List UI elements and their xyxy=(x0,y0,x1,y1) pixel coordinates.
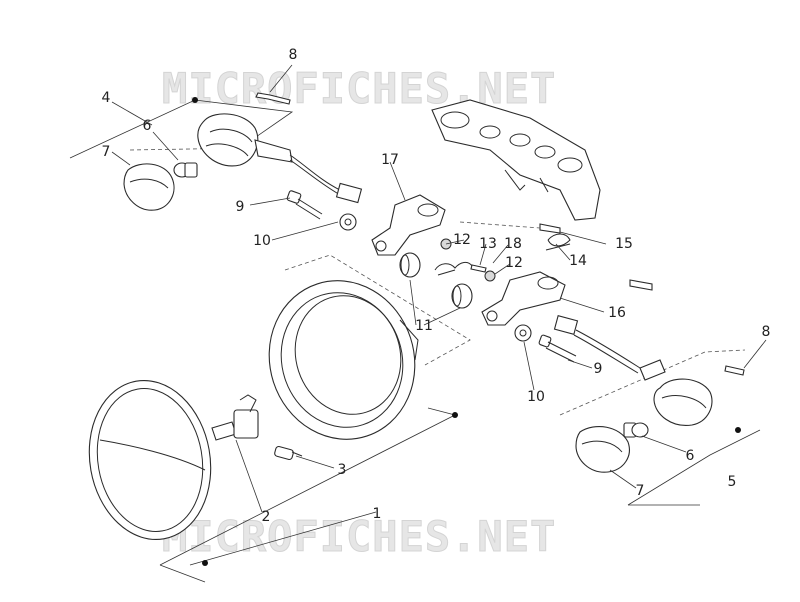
group-frame-headlight xyxy=(159,254,471,583)
callout-6-right: 6 xyxy=(685,448,695,464)
callout-12-upper: 12 xyxy=(453,232,471,248)
small-screw-13 xyxy=(470,264,487,273)
spring-clip xyxy=(434,261,473,276)
callout-7-right: 7 xyxy=(635,483,645,499)
headlight-shell xyxy=(268,280,419,440)
small-nut-12 xyxy=(484,270,496,282)
callout-1: 1 xyxy=(372,506,382,522)
watermark-bottom: MICROFICHES.NET xyxy=(161,512,557,562)
left-spacer xyxy=(339,213,357,231)
left-screw xyxy=(255,92,291,105)
callout-14: 14 xyxy=(569,253,587,269)
callout-18: 18 xyxy=(504,236,522,252)
steering-top-bracket xyxy=(431,99,601,221)
callout-8-right: 8 xyxy=(761,324,771,340)
callout-17: 17 xyxy=(381,152,399,168)
callout-9-right: 9 xyxy=(593,361,603,377)
right-lens xyxy=(575,426,630,473)
bolt-15 xyxy=(459,221,653,291)
callout-2: 2 xyxy=(261,509,271,525)
callout-9-left: 9 xyxy=(235,199,245,215)
watermark-top: MICROFICHES.NET xyxy=(161,64,557,114)
callout-10-left: 10 xyxy=(253,233,271,249)
callout-15: 15 xyxy=(615,236,633,252)
parking-bulb xyxy=(274,445,303,461)
callout-7-left: 7 xyxy=(101,144,111,160)
leader-lines xyxy=(111,64,767,566)
left-bolt xyxy=(286,190,323,220)
left-lens xyxy=(123,163,175,211)
right-bulb xyxy=(623,422,649,438)
left-mount-bracket xyxy=(371,194,452,256)
headlight-bulb xyxy=(211,394,259,441)
callout-16: 16 xyxy=(608,305,626,321)
callout-11: 11 xyxy=(415,318,433,334)
rubber-grommet-lower xyxy=(451,283,473,309)
callout-10-right: 10 xyxy=(527,389,545,405)
right-turn-signal xyxy=(639,359,713,426)
right-bolt xyxy=(538,334,577,363)
callout-4: 4 xyxy=(101,90,111,106)
right-screw xyxy=(724,365,745,376)
callout-8-top: 8 xyxy=(288,47,298,63)
clip-14 xyxy=(545,233,571,251)
reference-dots xyxy=(192,97,741,566)
callout-13: 13 xyxy=(479,236,497,252)
group-frame-right-indicator xyxy=(559,349,761,506)
callout-5: 5 xyxy=(727,474,737,490)
callout-3: 3 xyxy=(337,462,347,478)
left-turn-signal xyxy=(197,113,363,204)
right-connector xyxy=(553,314,641,374)
callout-12-lower: 12 xyxy=(505,255,523,271)
left-bulb xyxy=(173,162,198,178)
right-spacer xyxy=(514,324,532,342)
rubber-grommet-upper xyxy=(399,252,421,278)
callout-6-left: 6 xyxy=(142,118,152,134)
right-mount-bracket xyxy=(481,271,566,326)
headlight-lens xyxy=(88,379,212,541)
